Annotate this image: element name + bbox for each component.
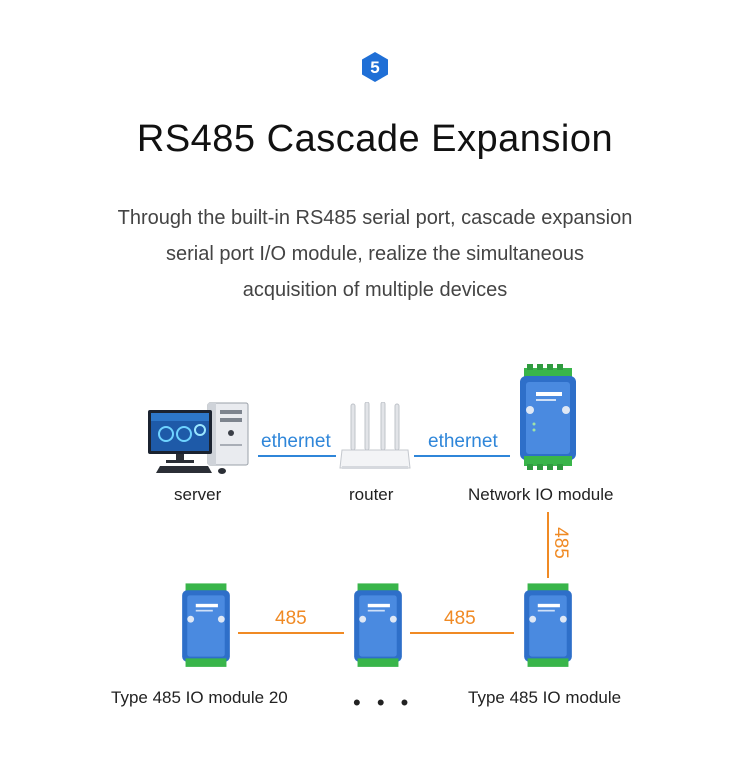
step-number-badge: 5	[362, 52, 388, 82]
network-io-module-icon	[520, 364, 576, 470]
type485-io-module-icon	[524, 583, 572, 667]
label-type485-io-module: Type 485 IO module	[468, 688, 622, 707]
rs485-line-right	[410, 632, 514, 634]
rs485-label-left: 485	[275, 608, 307, 629]
ethernet-label-1: ethernet	[261, 431, 331, 452]
rs485-line-left	[238, 632, 344, 634]
rs485-line-vertical	[547, 512, 549, 578]
rs485-label-vertical: 485	[550, 527, 571, 559]
subtitle-line-2: serial port I/O module, realize the simu…	[166, 243, 584, 265]
subtitle-line-1: Through the built-in RS485 serial port, …	[117, 207, 633, 229]
subtitle: Through the built-in RS485 serial port, …	[75, 200, 675, 308]
router-icon	[339, 402, 411, 469]
type485-io-module-20-icon	[182, 583, 230, 667]
ethernet-line-server-router	[258, 455, 336, 457]
label-server: server	[174, 485, 222, 504]
label-network-io-module: Network IO module	[468, 485, 614, 504]
ellipsis-more-modules: • • •	[353, 690, 414, 715]
ethernet-label-2: ethernet	[428, 431, 498, 452]
middle-io-module-icon	[354, 583, 402, 667]
badge-number: 5	[370, 58, 379, 77]
ethernet-line-router-network	[414, 455, 510, 457]
rs485-label-right: 485	[444, 608, 476, 629]
label-router: router	[349, 485, 394, 504]
label-type485-io-module-20: Type 485 IO module 20	[111, 688, 288, 707]
page-title: RS485 Cascade Expansion	[136, 118, 614, 160]
server-computer-icon	[148, 402, 249, 474]
subtitle-line-3: acquisition of multiple devices	[242, 279, 508, 301]
